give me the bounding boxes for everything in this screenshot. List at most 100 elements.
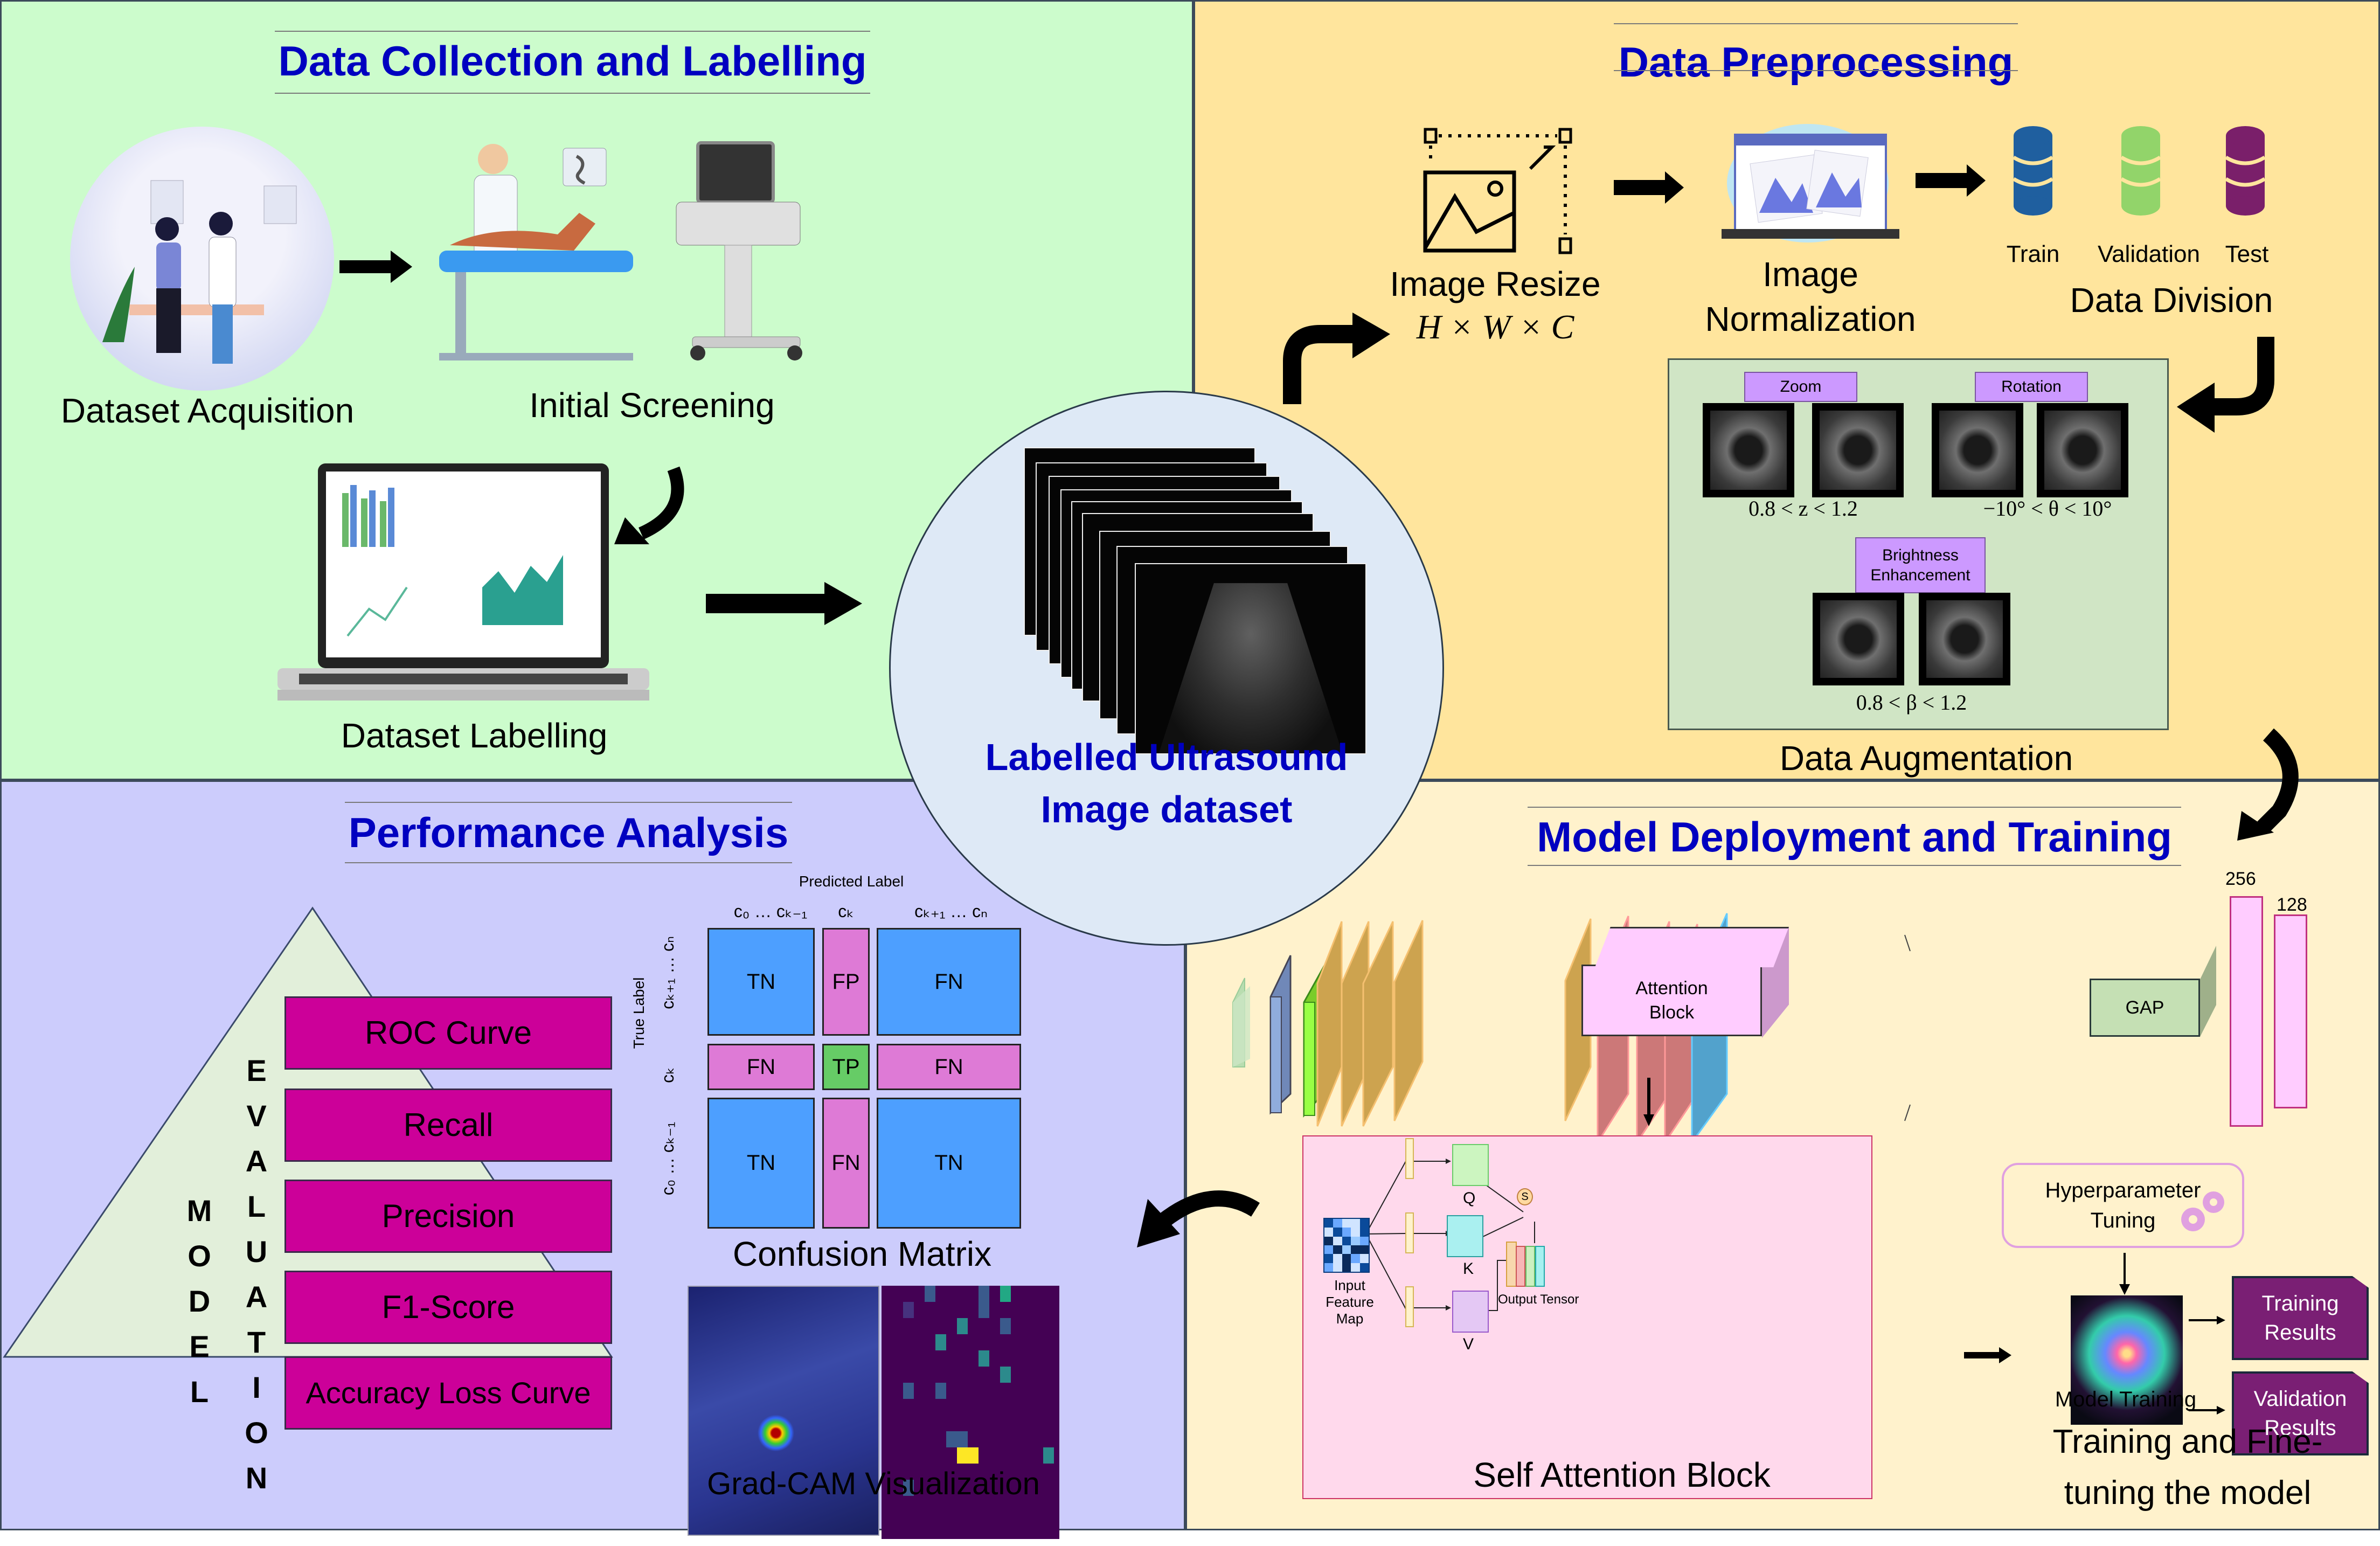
arrow-right-icon	[2189, 1406, 2225, 1415]
rotation-sample-1	[1932, 403, 2023, 497]
image-normalization-illustration	[1716, 108, 1899, 248]
rotation-sample-2	[2037, 403, 2128, 497]
heatmap-cell	[935, 1334, 946, 1350]
rotation-range: −10° < θ < 10°	[1983, 496, 2112, 521]
key-projection	[1405, 1212, 1414, 1253]
arrow-right-icon	[1916, 164, 1986, 197]
cm-cell-r2-c2: TN	[877, 1098, 1021, 1229]
conv-layer-orange	[1393, 920, 1424, 1121]
test-database-icon	[2226, 126, 2265, 216]
brightness-tag-line1: Brightness	[1882, 546, 1959, 564]
title-rule-bottom	[275, 93, 870, 94]
value-projection	[1405, 1286, 1414, 1327]
training-caption-line2: tuning the model	[2064, 1474, 2312, 1512]
confusion-matrix-label: Confusion Matrix	[732, 1235, 992, 1273]
title-rule-top	[345, 802, 792, 803]
ultrasound-machine-icon	[439, 141, 802, 360]
image-normalization-label-line1: Image	[1763, 255, 1858, 294]
conv-layer-orange	[1362, 921, 1394, 1127]
curved-arrow-down-icon	[2177, 337, 2274, 433]
attention-block: Attention Block	[1581, 965, 1762, 1036]
conv-layer-orange	[1316, 921, 1343, 1127]
title-rule-top	[1528, 807, 2181, 808]
metric-roc-curve: ROC Curve	[285, 996, 612, 1070]
query-projection	[1405, 1138, 1414, 1179]
gap-layer: GAP	[2090, 979, 2200, 1037]
input-feature-map-label: Input Feature Map	[1326, 1277, 1374, 1327]
validation-results-box: Validation Results	[2232, 1371, 2369, 1455]
image-normalization-label-line2: Normalization	[1705, 300, 1916, 338]
zoom-tag: Zoom	[1744, 372, 1857, 402]
self-attention-label: Self Attention Block	[1473, 1455, 1771, 1494]
dense-256-label: 256	[2225, 869, 2256, 889]
ultrasound-image-front	[1135, 563, 1366, 754]
zoom-sample-2	[1812, 403, 1904, 497]
model-title: Model Deployment and Training	[1537, 813, 2172, 861]
brightness-tag: Brightness Enhancement	[1855, 537, 1986, 593]
title-rule-bottom	[1614, 70, 2018, 71]
curved-arrow-left-icon	[1137, 1190, 1260, 1247]
cm-cell-r1-c1: TP	[822, 1044, 870, 1090]
zoom-sample-1	[1703, 403, 1794, 497]
attention-block-top	[1595, 927, 1789, 967]
resize-formula: H × W × C	[1416, 308, 1574, 346]
dense-128-label: 128	[2277, 895, 2307, 915]
model-vertical-word: M O D E L	[186, 1194, 212, 1409]
zoom-range: 0.8 < z < 1.2	[1748, 496, 1858, 521]
cm-cell-r1-c2: FN	[877, 1044, 1021, 1090]
cm-cell-r2-c1: FN	[822, 1098, 870, 1229]
metric-f1-score: F1-Score	[285, 1271, 612, 1344]
curved-arrow-icon	[614, 466, 684, 544]
dataset-acquisition-label: Dataset Acquisition	[60, 391, 355, 430]
row-tick-2: c₀ … cₖ₋₁	[658, 1121, 677, 1196]
rotation-tag: Rotation	[1975, 372, 2088, 402]
title-rule-top	[1614, 23, 2018, 24]
heatmap-cell	[925, 1286, 935, 1302]
validation-label: Validation	[2098, 241, 2200, 267]
heatmap-cell	[1043, 1447, 1054, 1464]
title-rule-bottom	[345, 862, 792, 863]
cm-cell-r1-c0: FN	[707, 1044, 815, 1090]
brightness-tag-line2: Enhancement	[1870, 566, 1970, 584]
heatmap-cell	[1000, 1367, 1011, 1383]
data-augmentation-label: Data Augmentation	[1779, 739, 2073, 778]
curved-arrow-up-icon	[1283, 313, 1390, 404]
train-database-icon	[2014, 126, 2052, 216]
value-matrix-icon	[1452, 1291, 1489, 1333]
test-label: Test	[2225, 241, 2269, 267]
arrow-right-icon	[2189, 1316, 2225, 1325]
self-attention-connections	[1365, 1159, 1535, 1311]
gradcam-overlay-image	[688, 1286, 879, 1536]
dense-layer-256	[2230, 896, 2263, 1127]
arrow-down-icon	[1643, 1078, 1654, 1126]
collection-title: Data Collection and Labelling	[278, 37, 867, 85]
dataset-label-line1: Labelled Ultrasound	[985, 736, 1348, 778]
curved-arrow-down-icon	[2237, 728, 2299, 841]
heatmap-cell	[1000, 1318, 1011, 1334]
cm-cell-r0-c2: FN	[877, 928, 1021, 1036]
cm-cell-r2-c0: TN	[707, 1098, 815, 1229]
model-training-image	[2071, 1295, 2183, 1425]
dataset-label-line2: Image dataset	[1040, 788, 1293, 830]
model-training-label: Model Training	[2055, 1388, 2197, 1411]
arrow-right-icon	[706, 582, 862, 625]
image-resize-icon	[1423, 128, 1572, 254]
predicted-label-axis: Predicted Label	[799, 873, 904, 890]
evaluation-vertical-word: E V A L U A T I O N	[245, 1053, 268, 1495]
initial-screening-label: Initial Screening	[529, 386, 775, 425]
heatmap-cell	[957, 1318, 968, 1334]
cm-cell-r0-c0: TN	[707, 928, 815, 1036]
query-label: Q	[1463, 1189, 1476, 1207]
gears-icon	[2181, 1191, 2224, 1231]
metric-precision: Precision	[285, 1180, 612, 1253]
col-tick-2: cₖ₊₁ … cₙ	[914, 902, 988, 921]
metric-accuracy-loss-curve: Accuracy Loss Curve	[285, 1356, 612, 1430]
doctor-patient-icon	[102, 180, 297, 364]
key-matrix-icon	[1447, 1215, 1483, 1257]
brightness-range: 0.8 < β < 1.2	[1856, 690, 1967, 715]
training-caption-line1: Training and Fine-	[2052, 1423, 2323, 1460]
dataset-labelling-label: Dataset Labelling	[341, 716, 608, 755]
heatmap-cell	[903, 1383, 914, 1399]
col-tick-1: cₖ	[838, 902, 854, 921]
brightness-sample-1	[1813, 593, 1904, 685]
